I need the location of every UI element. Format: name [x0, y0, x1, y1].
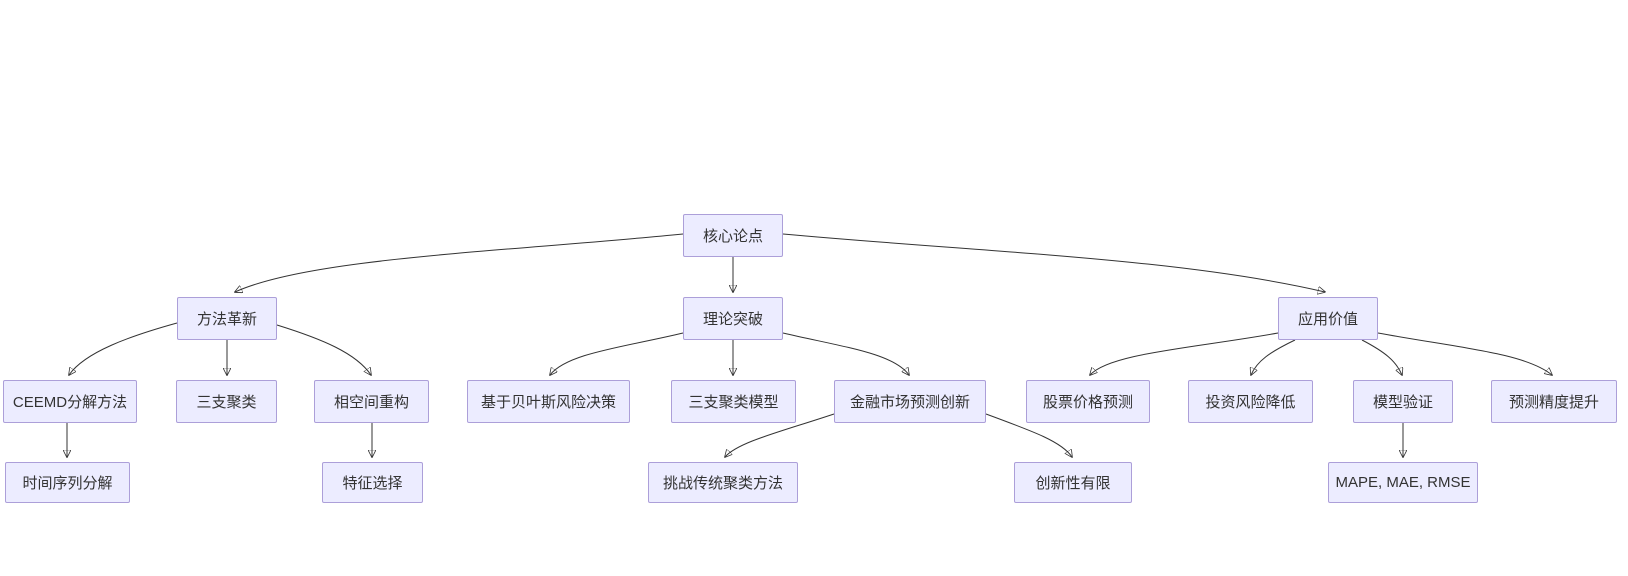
node-mape-mae-rmse: MAPE, MAE, RMSE	[1328, 462, 1478, 503]
edge-theory-breakthrough-to-bayesian-risk-decision	[550, 332, 684, 375]
node-financial-market-prediction-innovation-label: 金融市场预测创新	[849, 394, 970, 411]
node-application-value: 应用价值	[1278, 297, 1378, 340]
edge-core-thesis-to-application-value	[782, 233, 1325, 292]
edge-core-thesis-to-method-innovation	[235, 233, 684, 292]
node-core-thesis: 核心论点	[683, 214, 783, 257]
edge-method-innovation-to-phase-space-reconstruction	[276, 324, 371, 375]
node-prediction-accuracy-improvement: 预测精度提升	[1491, 380, 1617, 423]
node-time-series-decomposition-label: 时间序列分解	[22, 475, 113, 492]
node-application-value-label: 应用价值	[1297, 311, 1358, 328]
node-bayesian-risk-decision-label: 基于贝叶斯风险决策	[480, 394, 616, 411]
node-limited-innovation: 创新性有限	[1014, 462, 1132, 503]
node-core-thesis-label: 核心论点	[702, 228, 763, 245]
node-stock-price-prediction: 股票价格预测	[1026, 380, 1150, 423]
node-method-innovation: 方法革新	[177, 297, 277, 340]
edge-method-innovation-to-ceemd-decomposition	[69, 322, 178, 375]
node-three-way-clustering-label: 三支聚类	[196, 394, 257, 411]
node-stock-price-prediction-label: 股票价格预测	[1042, 394, 1133, 411]
edge-application-value-to-investment-risk-reduction	[1251, 339, 1296, 375]
node-challenge-traditional-clustering: 挑战传统聚类方法	[648, 462, 798, 503]
node-three-way-clustering: 三支聚类	[176, 380, 277, 423]
node-prediction-accuracy-improvement-label: 预测精度提升	[1508, 394, 1599, 411]
edge-application-value-to-prediction-accuracy-improvement	[1377, 332, 1552, 375]
node-model-validation: 模型验证	[1353, 380, 1453, 423]
node-mape-mae-rmse-label: MAPE, MAE, RMSE	[1335, 474, 1471, 491]
edge-application-value-to-stock-price-prediction	[1090, 332, 1279, 375]
node-phase-space-reconstruction-label: 相空间重构	[333, 394, 409, 411]
node-three-way-clustering-model: 三支聚类模型	[671, 380, 796, 423]
node-challenge-traditional-clustering-label: 挑战传统聚类方法	[662, 475, 783, 492]
node-three-way-clustering-model-label: 三支聚类模型	[688, 394, 779, 411]
node-feature-selection: 特征选择	[322, 462, 423, 503]
node-model-validation-label: 模型验证	[1372, 394, 1433, 411]
node-time-series-decomposition: 时间序列分解	[5, 462, 130, 503]
node-theory-breakthrough-label: 理论突破	[702, 311, 763, 328]
edge-theory-breakthrough-to-financial-market-prediction-innovation	[782, 332, 909, 375]
node-method-innovation-label: 方法革新	[196, 311, 257, 328]
node-phase-space-reconstruction: 相空间重构	[314, 380, 429, 423]
edge-application-value-to-model-validation	[1361, 339, 1402, 375]
node-ceemd-decomposition-label: CEEMD分解方法	[12, 394, 128, 411]
node-bayesian-risk-decision: 基于贝叶斯风险决策	[467, 380, 630, 423]
node-theory-breakthrough: 理论突破	[683, 297, 783, 340]
node-investment-risk-reduction: 投资风险降低	[1188, 380, 1313, 423]
node-feature-selection-label: 特征选择	[342, 475, 403, 492]
node-investment-risk-reduction-label: 投资风险降低	[1205, 394, 1296, 411]
edge-financial-market-prediction-innovation-to-limited-innovation	[985, 413, 1072, 457]
node-limited-innovation-label: 创新性有限	[1035, 475, 1111, 492]
node-financial-market-prediction-innovation: 金融市场预测创新	[834, 380, 986, 423]
node-ceemd-decomposition: CEEMD分解方法	[3, 380, 137, 423]
edge-financial-market-prediction-innovation-to-challenge-traditional-clustering	[725, 413, 835, 457]
